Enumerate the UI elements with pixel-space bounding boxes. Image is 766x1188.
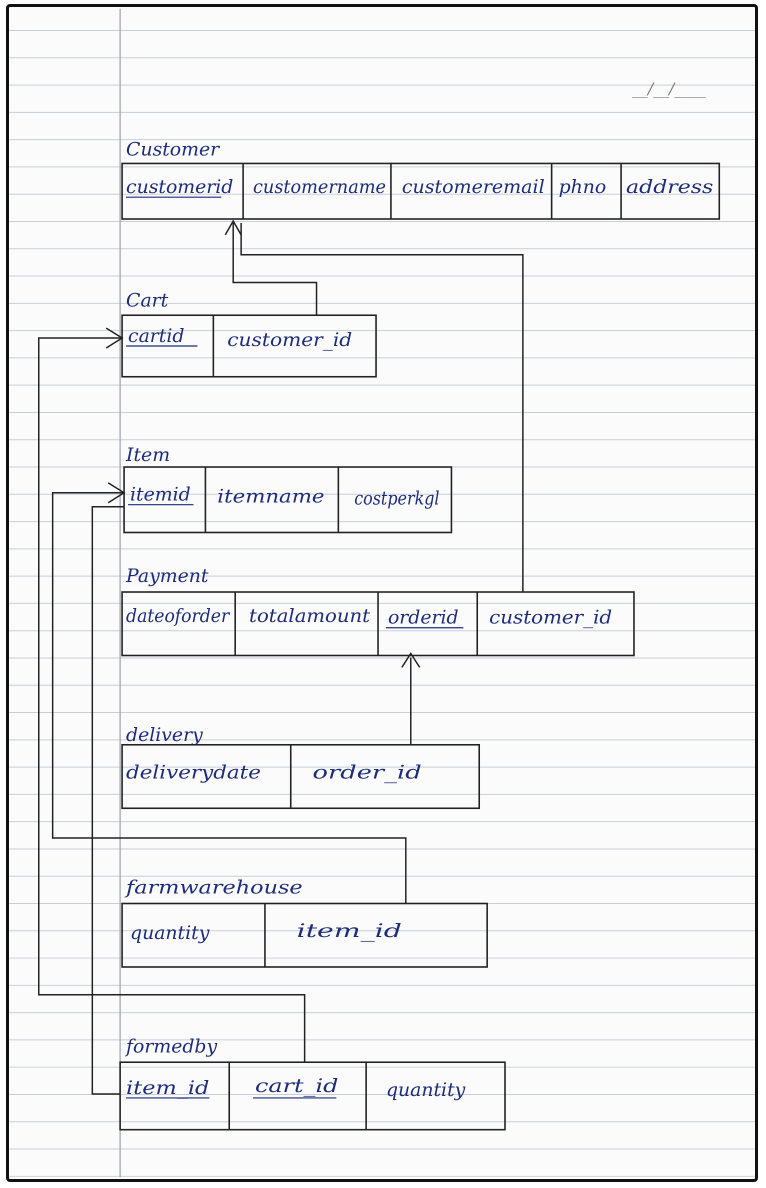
field-itemid: itemid <box>130 485 191 506</box>
connector-formedby-item <box>91 505 125 1095</box>
table-title-payment: Payment <box>125 566 209 587</box>
arrowhead-formedby-cart <box>105 327 124 349</box>
connector-cart-customer <box>232 222 318 316</box>
table-title-customer: Customer <box>126 140 220 161</box>
table-customer <box>121 162 721 220</box>
field-customerid: customerid <box>126 177 233 198</box>
table-item <box>123 466 453 534</box>
field-customeremail: customeremail <box>402 177 545 198</box>
table-farmwarehouse <box>121 902 488 968</box>
field-formedby-cart-id: cart_id <box>255 1076 338 1097</box>
table-title-farmwarehouse: farmwarehouse <box>124 878 303 899</box>
table-payment <box>121 591 635 657</box>
table-title-formedby: formedby <box>124 1036 217 1057</box>
field-dateoforder: dateoforder <box>126 606 230 627</box>
notebook-page: __/__/____ Customer customerid customern… <box>6 4 758 1182</box>
field-phno: phno <box>559 177 607 198</box>
field-totalamount: totalamount <box>249 606 370 627</box>
table-formedby <box>119 1061 506 1131</box>
field-delivery-order-id: order_id <box>313 763 422 784</box>
table-delivery <box>121 743 481 810</box>
connector-formedby-cart <box>38 337 306 1063</box>
date-blank: __/__/____ <box>632 79 706 98</box>
arrowhead-warehouse-item <box>107 482 126 504</box>
connector-payment-customer <box>240 222 524 593</box>
connector-warehouse-item <box>51 492 407 904</box>
arrowhead-delivery-payment <box>401 652 421 668</box>
field-itemname: itemname <box>217 487 324 508</box>
field-payment-customer-id: customer_id <box>489 608 612 629</box>
field-deliverydate: deliverydate <box>126 763 261 784</box>
er-diagram: __/__/____ Customer customerid customern… <box>9 8 755 1178</box>
table-title-item: Item <box>125 445 170 466</box>
field-costperkgl: costperkgl <box>354 489 439 510</box>
table-title-delivery: delivery <box>126 725 203 746</box>
field-formedby-item-id: item_id <box>126 1078 209 1099</box>
table-cart <box>121 314 377 378</box>
field-customername: customername <box>253 177 386 198</box>
field-address: address <box>626 177 714 198</box>
field-orderid: orderid <box>388 608 459 629</box>
table-title-cart: Cart <box>126 290 169 311</box>
field-formedby-quantity: quantity <box>386 1080 466 1101</box>
field-warehouse-quantity: quantity <box>130 923 210 944</box>
field-warehouse-item-id: item_id <box>297 921 402 942</box>
arrowhead-cart-customer <box>224 219 242 236</box>
field-cartid: cartid <box>128 326 184 347</box>
field-cart-customer-id: customer_id <box>227 330 352 351</box>
